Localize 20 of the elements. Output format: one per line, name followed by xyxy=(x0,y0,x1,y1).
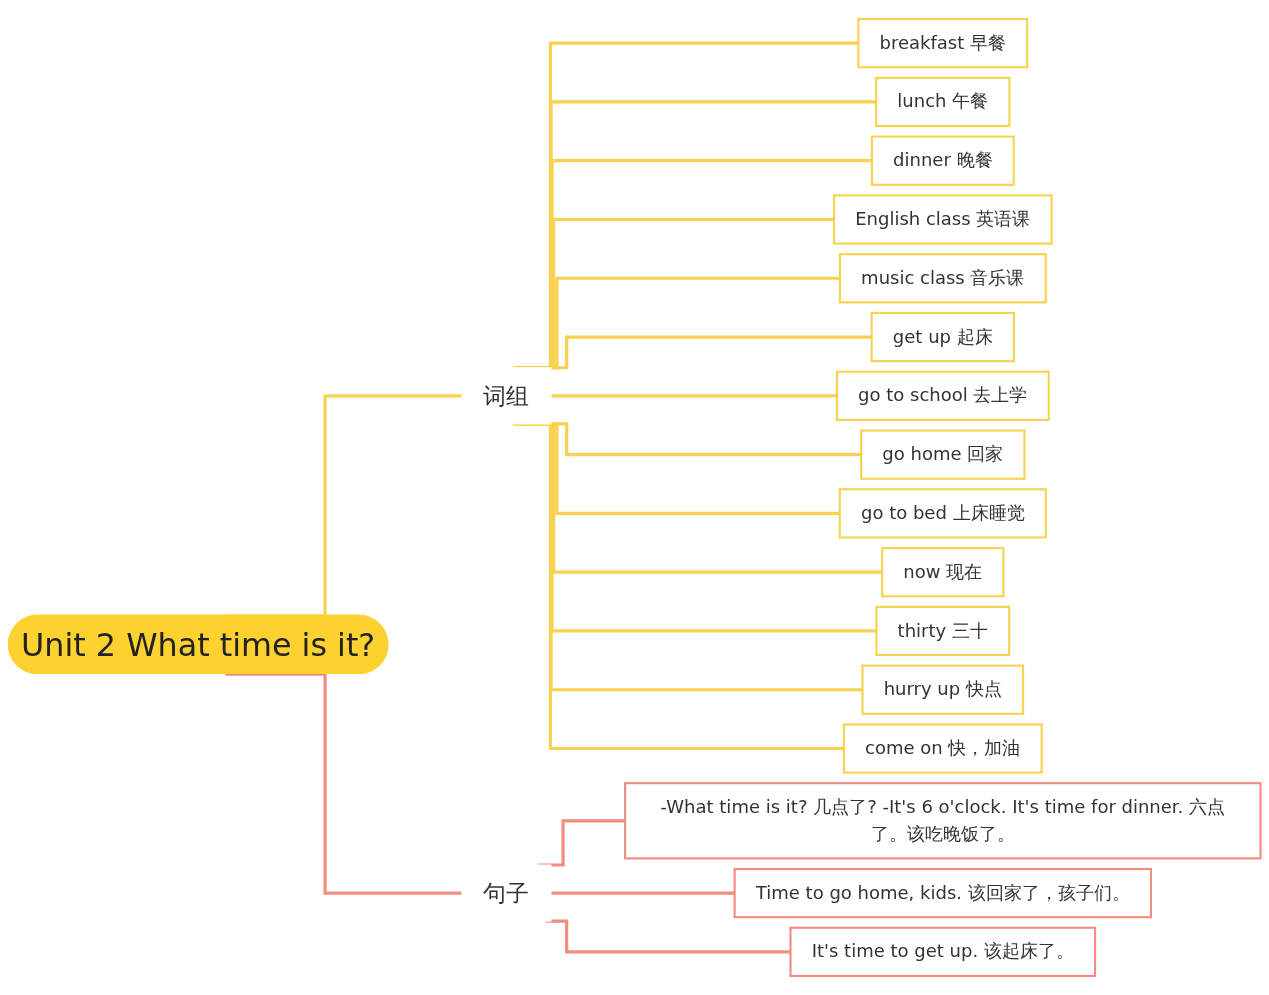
node-box: go to bed 上床睡觉 xyxy=(838,488,1047,539)
connector xyxy=(550,891,735,895)
node-box: It's time to get up. 该起床了。 xyxy=(789,926,1097,977)
node-box: come on 快，加油 xyxy=(842,723,1043,774)
node-box: go home 回家 xyxy=(860,429,1026,480)
node-box: Time to go home, kids. 该回家了，孩子们。 xyxy=(733,867,1152,919)
connector xyxy=(550,394,837,398)
node-box: dinner 晚餐 xyxy=(870,135,1015,186)
node-box: music class 音乐课 xyxy=(838,253,1047,304)
node-box: breakfast 早餐 xyxy=(857,18,1029,69)
connector xyxy=(538,819,626,867)
node-box: lunch 午餐 xyxy=(875,76,1011,128)
node-box: thirty 三十 xyxy=(875,605,1011,657)
connector xyxy=(225,672,462,895)
node-box: English class 英语课 xyxy=(832,194,1053,245)
node-box: get up 起床 xyxy=(870,311,1015,363)
node-box: go to school 去上学 xyxy=(835,370,1050,421)
node-box: now 现在 xyxy=(881,547,1005,598)
node-box: -What time is it? 几点了? -It's 6 o'clock. It's time for dinner. 六点了。该吃晚饭了。 xyxy=(624,782,1262,860)
node-box: hurry up 快点 xyxy=(861,664,1025,715)
